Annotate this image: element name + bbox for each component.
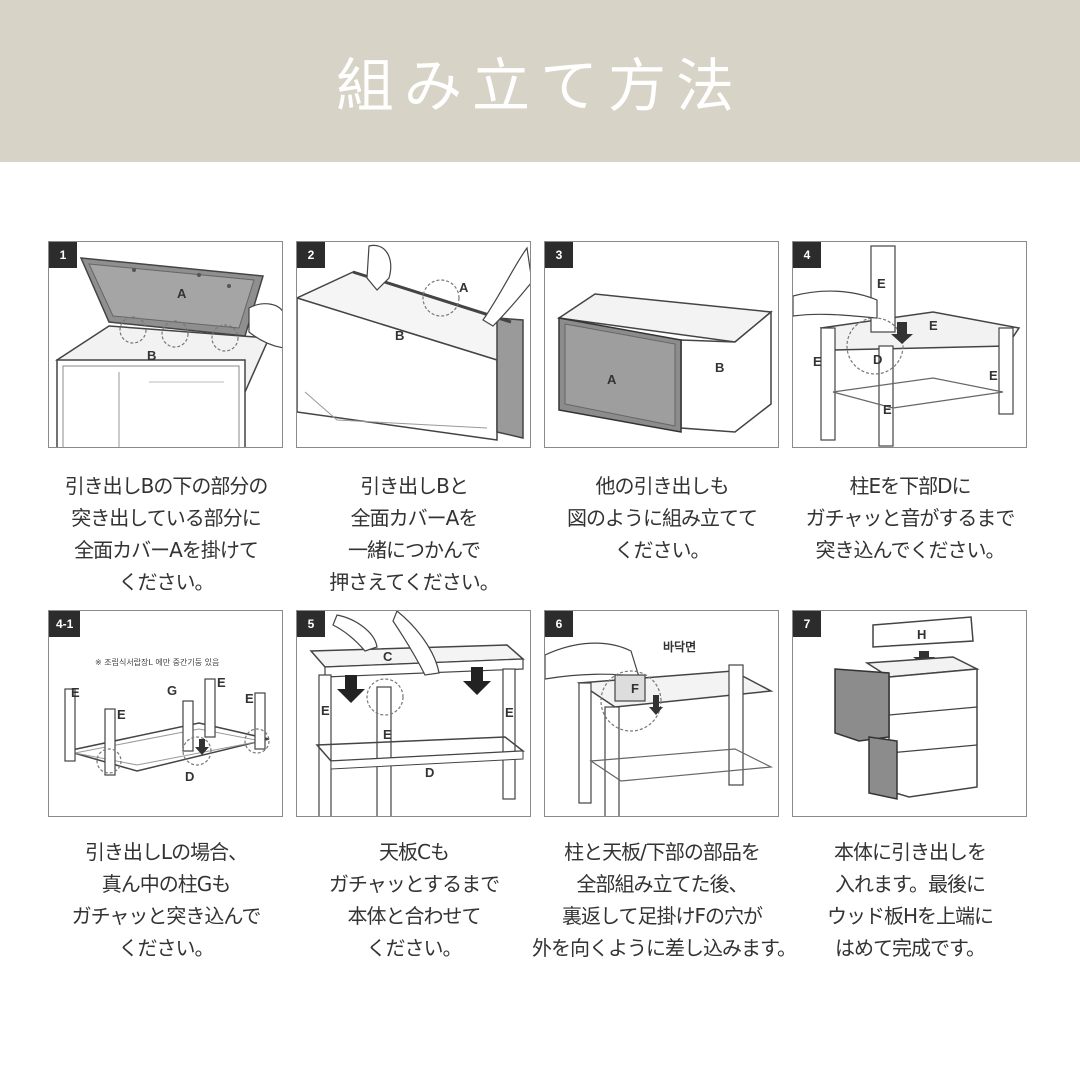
page-title: 組み立て方法 xyxy=(335,52,744,120)
part-label: A xyxy=(459,280,469,295)
drawer-grip-diagram: A B xyxy=(297,244,530,441)
step-badge: 5 xyxy=(297,611,325,637)
step-7-caption: 本体に引き出しを 入れます。最後に ウッド板Hを上端に はめて完成です。 xyxy=(826,840,994,960)
part-label: D xyxy=(425,765,434,780)
foot-insert-diagram: 바닥면 F xyxy=(545,639,774,816)
center-pillar-diagram: ※ 조립식서랍장L 에만 중간기둥 있음 E G E E E D xyxy=(64,657,270,784)
part-label: E xyxy=(883,402,892,417)
part-label: E xyxy=(321,703,330,718)
part-label: E xyxy=(217,675,226,690)
step-4-1-illustration: 4-1 ※ 조립식서랍장L 에만 중간기둥 있음 E G E E E D xyxy=(48,610,283,817)
step-5-illustration: 5 C E E E D xyxy=(296,610,531,817)
part-label: B xyxy=(715,360,724,375)
assembled-drawer-diagram: A B xyxy=(556,293,773,433)
step-badge: 7 xyxy=(793,611,821,637)
step-badge: 4 xyxy=(793,242,821,268)
part-label: E xyxy=(71,685,80,700)
step-4-caption: 柱Eを下部Dに ガチャッと音がするまで 突き込んでください。 xyxy=(805,474,1016,562)
part-label: H xyxy=(917,627,926,642)
step-4-1-caption: 引き出しLの場合、 真ん中の柱Gも ガチャッと突き込んで ください。 xyxy=(71,840,262,960)
note-text: ※ 조립식서랍장L 에만 중간기둥 있음 xyxy=(95,657,219,667)
part-label: E xyxy=(117,707,126,722)
step-6-caption: 柱と天板/下部の部品を 全部組み立てた後、 裏返して足掛けFの穴が 外を向くよう… xyxy=(532,840,797,960)
part-label: B xyxy=(147,348,156,363)
part-label: D xyxy=(185,769,194,784)
step-badge: 2 xyxy=(297,242,325,268)
part-label: G xyxy=(167,683,177,698)
step-badge: 3 xyxy=(545,242,573,268)
step-3-caption: 他の引き出しも 図のように組み立てて ください。 xyxy=(567,474,758,562)
wood-board-finish-diagram: H xyxy=(834,616,980,800)
part-label: E xyxy=(813,354,822,369)
step-2-illustration: 2 A B xyxy=(296,241,531,448)
step-5-caption: 天板Cも ガチャッとするまで 本体と合わせて ください。 xyxy=(328,840,500,960)
step-2-caption: 引き出しBと 全面カバーAを 一緒につかんで 押さえてください。 xyxy=(329,474,499,594)
part-label: C xyxy=(383,649,393,664)
step-3-illustration: 3 A B xyxy=(544,241,779,448)
pillar-insert-diagram: E E E D E E xyxy=(793,245,1021,447)
step-badge: 6 xyxy=(545,611,573,637)
part-label: D xyxy=(873,352,882,367)
note-text: 바닥면 xyxy=(663,639,696,654)
step-badge: 1 xyxy=(49,242,77,268)
step-4-illustration: 4 E E E D E E xyxy=(792,241,1027,448)
part-label: B xyxy=(395,328,404,343)
step-6-illustration: 6 바닥면 F xyxy=(544,610,779,817)
part-label: A xyxy=(607,372,617,387)
part-label: E xyxy=(929,318,938,333)
drawer-cover-hook-diagram: A B xyxy=(54,257,282,447)
step-badge: 4-1 xyxy=(49,611,81,637)
step-1-caption: 引き出しBの下の部分の 突き出している部分に 全面カバーAを掛けて ください。 xyxy=(64,474,269,594)
part-label: E xyxy=(505,705,514,720)
step-7-illustration: 7 H xyxy=(792,610,1027,817)
part-label: E xyxy=(245,691,254,706)
step-1-illustration: 1 A B xyxy=(48,241,283,448)
part-label: A xyxy=(177,286,187,301)
part-label: F xyxy=(631,681,639,696)
top-board-diagram: C E E E D xyxy=(309,611,526,816)
part-label: E xyxy=(383,727,392,742)
page-header: 組み立て方法 xyxy=(0,0,1080,162)
part-label: E xyxy=(877,276,886,291)
part-label: E xyxy=(989,368,998,383)
